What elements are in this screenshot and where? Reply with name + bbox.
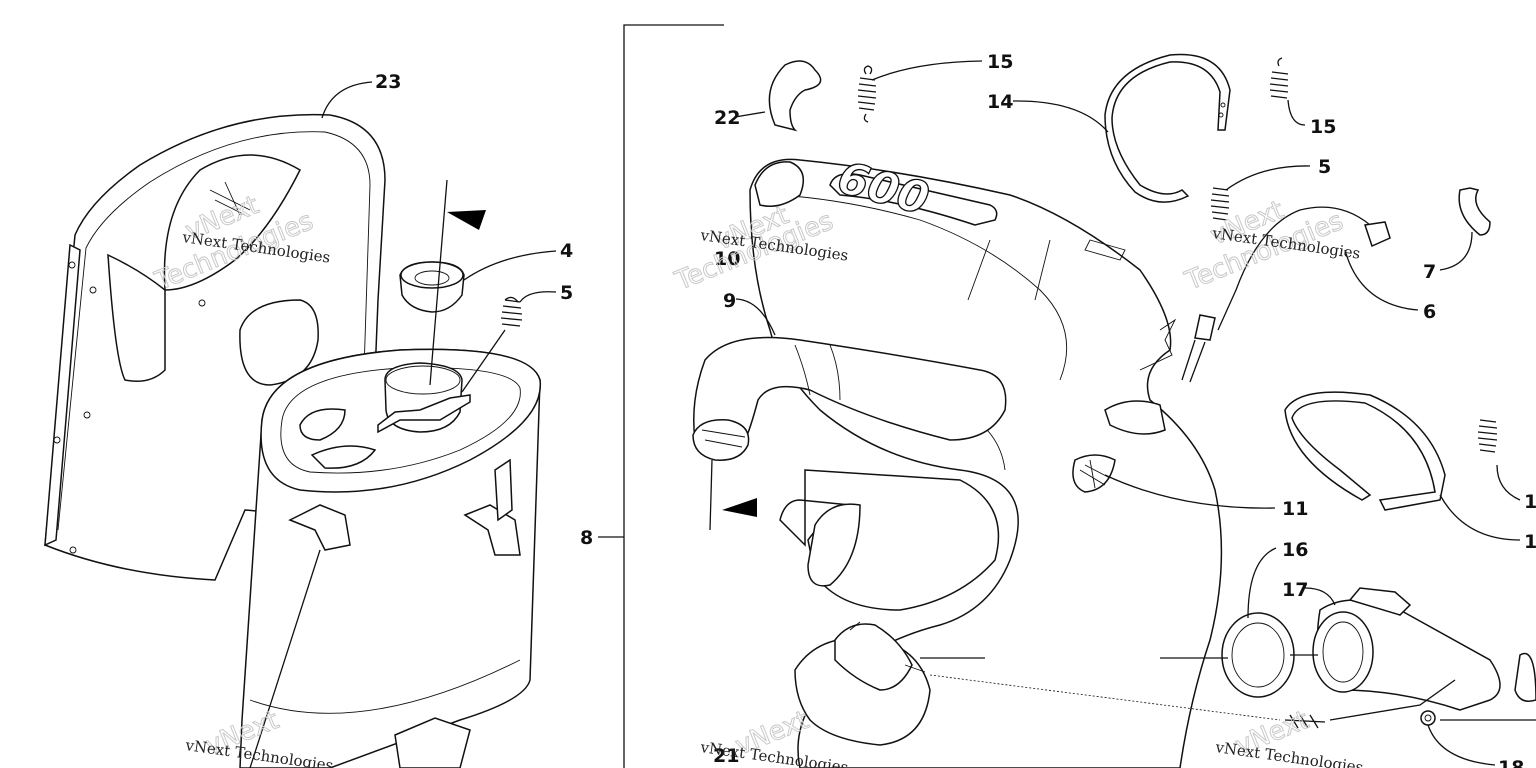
callout-23: 23 (375, 71, 401, 93)
sensor-part-6 (1181, 206, 1391, 383)
lower-pipe (779, 469, 1000, 746)
callout-15-lower: 15 (1524, 491, 1536, 513)
leader-6 (1344, 249, 1419, 311)
spring-part-15-top (857, 65, 877, 123)
assembly-dashed-line (929, 674, 1281, 721)
expansion-chamber (749, 158, 1223, 768)
leader-14-top (1012, 100, 1109, 133)
watermark-right: vNext Technologies vNext Technologies (1180, 195, 1362, 298)
callout-17: 17 (1282, 579, 1308, 601)
callout-11: 11 (1282, 498, 1308, 520)
nut-part-18 (1420, 710, 1436, 726)
leader-5-left (519, 291, 557, 303)
grommet-part-4 (399, 261, 465, 313)
leader-5-right (1225, 165, 1311, 191)
callout-10: 10 (714, 248, 740, 270)
leader-14-right (1439, 494, 1521, 541)
callout-5-left: 5 (560, 282, 573, 304)
direction-arrow-lower (722, 498, 757, 517)
callout-18: 18 (1498, 757, 1524, 768)
flange-pipe-part-17 (1312, 587, 1536, 711)
clamp-part-22 (768, 60, 822, 132)
band-part-14-top (1104, 53, 1231, 203)
spring-part-21 (1284, 714, 1326, 729)
seal-ring-part-16 (1221, 612, 1295, 698)
head-pipe-part-9 (692, 336, 1007, 461)
muffler-can (239, 348, 541, 768)
leader-17 (1304, 587, 1336, 606)
callout-9: 9 (723, 290, 736, 312)
leader-11 (1104, 474, 1276, 509)
callout-21: 21 (713, 745, 739, 767)
leader-7 (1439, 231, 1473, 271)
callout-22: 22 (714, 107, 740, 129)
leader-line (461, 329, 506, 393)
callout-5-right: 5 (1318, 156, 1331, 178)
callout-7: 7 (1423, 261, 1436, 283)
callout-14-top: 14 (987, 91, 1013, 113)
spring-part-15-right (1269, 57, 1289, 99)
band-part-14-right (1284, 391, 1446, 511)
leader-line (249, 549, 321, 768)
leader-4 (463, 250, 557, 281)
leader-9 (735, 298, 776, 336)
leader-23 (321, 81, 373, 119)
leader-22 (734, 111, 766, 118)
callout-15-top: 15 (987, 51, 1013, 73)
bracket-8 (598, 24, 724, 768)
callout-16: 16 (1282, 539, 1308, 561)
direction-arrow-upper (447, 210, 486, 230)
callout-6: 6 (1423, 301, 1436, 323)
clip-part-7 (1458, 187, 1491, 236)
callout-14-right: 14 (1524, 531, 1536, 553)
callout-8: 8 (580, 527, 593, 549)
assembly-line (709, 459, 713, 531)
callout-15-right: 15 (1310, 116, 1336, 138)
assembly-line (429, 179, 448, 386)
leader-15-lower (1496, 464, 1521, 501)
spring-part-15-lower (1477, 419, 1498, 453)
assembly-line (1329, 679, 1456, 721)
spring-part-5-right (1210, 187, 1230, 221)
spring-part-5-left (500, 296, 523, 327)
leader-16 (1247, 547, 1277, 619)
leader-15-right (1287, 99, 1306, 126)
leader-15-top (871, 60, 983, 81)
leader-18 (1427, 724, 1496, 766)
callout-4: 4 (560, 240, 573, 262)
